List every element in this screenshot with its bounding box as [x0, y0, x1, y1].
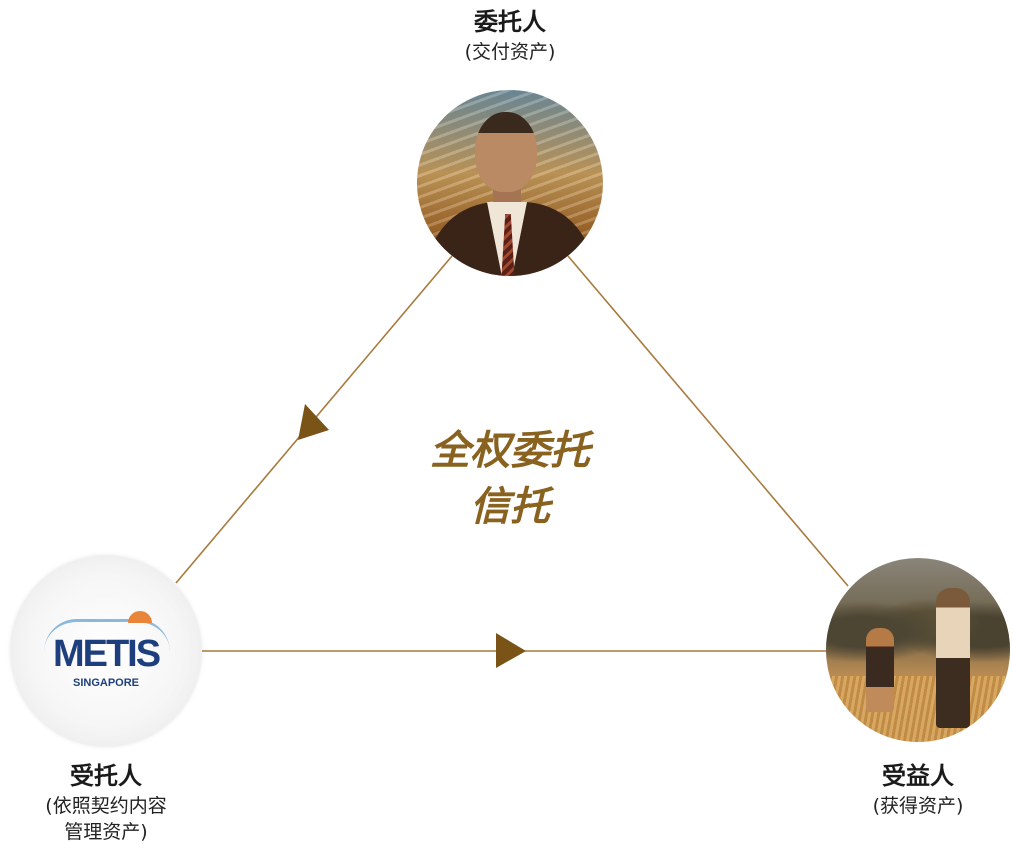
- arrow-down-left-icon: [298, 404, 329, 440]
- settlor-portrait: [417, 90, 603, 276]
- trustee-title: 受托人: [70, 762, 142, 790]
- trust-type-label: 全权委托 信托: [360, 423, 660, 535]
- settlor-title: 委托人: [474, 8, 546, 36]
- trustee-subtitle-line2: 管理资产): [64, 821, 148, 843]
- grass-shape: [826, 676, 1010, 742]
- beneficiary-portrait: [826, 558, 1010, 742]
- arrow-right-icon: [496, 633, 526, 668]
- connector-settlor-beneficiary: [567, 255, 849, 587]
- trust-type-line2: 信托: [470, 484, 550, 530]
- trees-shape: [826, 578, 1010, 668]
- beneficiary-subtitle: (获得资产): [872, 795, 964, 817]
- logo-wordmark: METIS: [52, 633, 161, 675]
- trust-type-line1: 全权委托: [430, 428, 590, 474]
- woman-shape: [936, 588, 970, 728]
- girl-shape: [866, 628, 894, 712]
- trustee-logo-circle: METIS SINGAPORE: [10, 555, 202, 747]
- trustee-subtitle-line1: (依照契约内容: [45, 795, 167, 817]
- head-shape: [475, 112, 537, 192]
- logo-tagline: SINGAPORE: [72, 677, 139, 689]
- tie-shape: [501, 214, 515, 276]
- logo-sun-icon: [128, 611, 152, 623]
- beneficiary-title: 受益人: [882, 762, 954, 790]
- logo-arc: [44, 619, 170, 652]
- settlor-subtitle: (交付资产): [464, 41, 556, 63]
